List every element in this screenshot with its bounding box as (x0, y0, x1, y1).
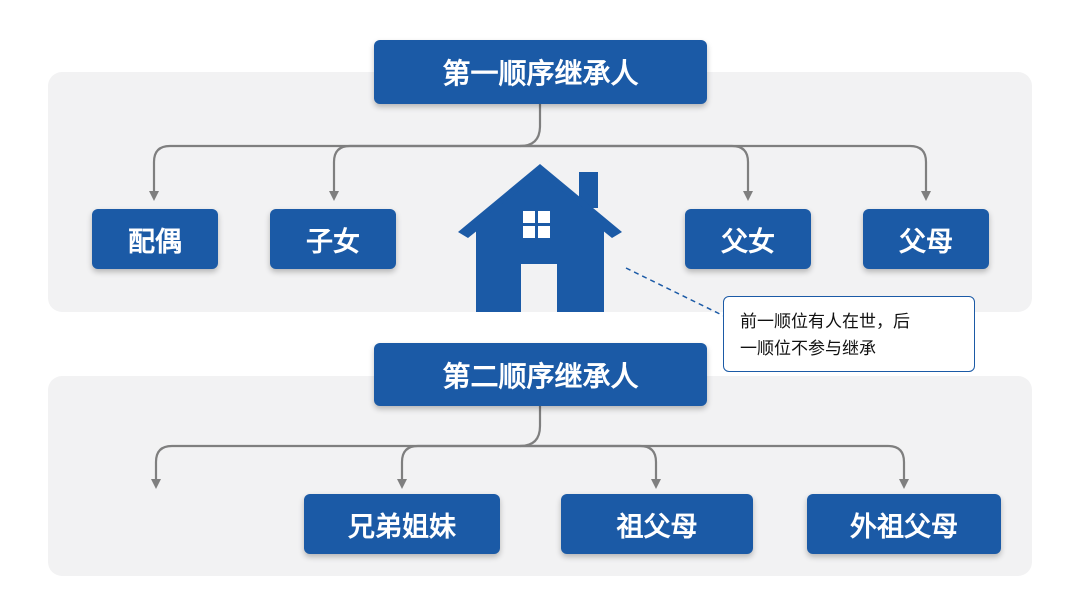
second-order-trunk (519, 406, 542, 448)
heir-father-daughter: 父女 (685, 209, 811, 269)
connector-grandparents (540, 444, 661, 489)
house-icon (458, 164, 622, 312)
heir-maternal-grandparents: 外祖父母 (807, 494, 1001, 554)
connector-siblings (397, 444, 540, 489)
heir-parents: 父母 (863, 209, 989, 269)
callout-pointer (625, 267, 725, 317)
second-order-title: 第二顺序继承人 (374, 343, 707, 406)
connector-spouse (149, 144, 540, 201)
heir-grandparents: 祖父母 (561, 494, 753, 554)
connector-parents (540, 144, 931, 201)
heir-spouse: 配偶 (92, 209, 218, 269)
first-order-trunk (519, 104, 542, 148)
connector-empty (151, 444, 540, 489)
callout-line-2: 一顺位不参与继承 (740, 339, 876, 359)
heir-siblings: 兄弟姐妹 (304, 494, 500, 554)
connector-children (329, 144, 540, 201)
connector-maternal-grandparents (540, 444, 909, 489)
heir-children: 子女 (270, 209, 396, 269)
callout-line-1: 前一顺位有人在世，后 (740, 312, 910, 332)
first-order-title: 第一顺序继承人 (374, 40, 707, 104)
connector-heir-3 (540, 144, 753, 201)
callout-note: 前一顺位有人在世，后 一顺位不参与继承 (723, 296, 975, 372)
